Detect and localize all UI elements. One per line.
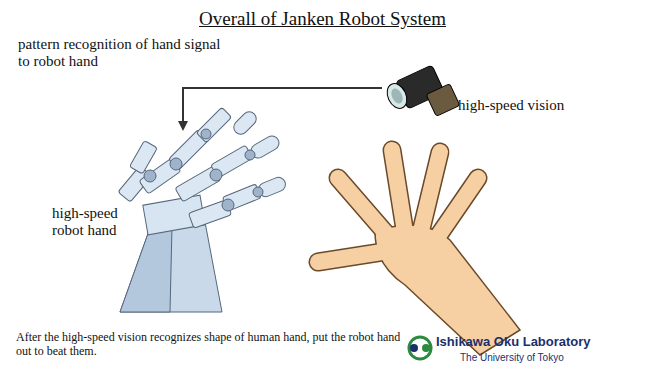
robot-hand (118, 107, 288, 312)
lab-name: Ishikawa Oku Laboratory (436, 335, 591, 350)
caption: After the high-speed vision recognizes s… (16, 330, 401, 359)
logo-mark (409, 337, 431, 359)
signal-label: pattern recognition of hand signal to ro… (18, 36, 233, 70)
human-hand (318, 150, 520, 355)
camera-label: high-speed vision (458, 97, 638, 114)
diagram-title: Overall of Janken Robot System (199, 8, 446, 29)
camera-icon (383, 65, 460, 116)
university-name: The University of Tokyo (460, 352, 564, 363)
robot-hand-label: high-speed robot hand (52, 205, 137, 239)
